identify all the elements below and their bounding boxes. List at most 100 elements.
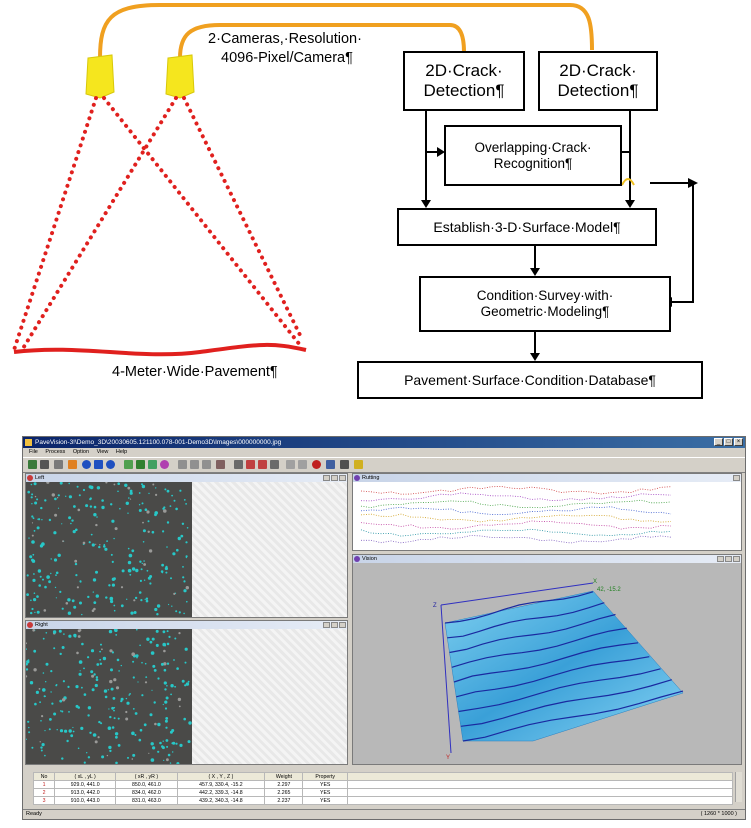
crack-point-mark: [32, 629, 35, 632]
menu-process[interactable]: Process: [45, 449, 66, 455]
crack-point-mark: [26, 660, 30, 664]
crack-point-mark: [165, 571, 168, 574]
crack-point-mark: [141, 483, 143, 486]
col-xyz[interactable]: ( X , Y , Z ): [176, 772, 266, 781]
crack-point-mark: [99, 650, 101, 653]
tree-icon[interactable]: [148, 460, 157, 469]
crack-point-mark: [42, 578, 44, 581]
crack-point-mark: [128, 497, 130, 499]
grid-icon[interactable]: [40, 460, 49, 469]
crack-point-mark: [31, 558, 34, 562]
crack-point-mark: [77, 747, 80, 750]
minimize-button[interactable]: _: [714, 438, 723, 446]
list-icon[interactable]: [286, 460, 295, 469]
left-image-panel: Left: [25, 473, 348, 618]
vision-panel-controls[interactable]: [717, 556, 740, 562]
maximize-button[interactable]: □: [724, 438, 733, 446]
crack-point-mark: [55, 571, 59, 575]
panel-icon[interactable]: [178, 460, 187, 469]
print-icon[interactable]: [340, 460, 349, 469]
crack-point-mark: [134, 712, 138, 715]
table-icon[interactable]: [298, 460, 307, 469]
crack-point-mark: [32, 517, 35, 520]
crack-point-mark: [172, 741, 176, 745]
left-panel-controls[interactable]: [323, 475, 346, 481]
crack-point-mark: [92, 591, 95, 593]
open-icon[interactable]: [28, 460, 37, 469]
crack-point-mark: [73, 605, 77, 609]
surface-profile-line: [462, 690, 684, 742]
crack-point-mark: [72, 530, 76, 534]
crack-point-mark: [59, 729, 64, 733]
crack-point-mark: [149, 640, 153, 644]
crack-point-mark: [70, 734, 74, 738]
crack-point-mark: [115, 735, 118, 739]
crack-point-mark: [34, 495, 37, 498]
crack-point-mark: [31, 746, 34, 749]
crack-point-mark: [110, 668, 113, 672]
image-icon[interactable]: [68, 460, 77, 469]
points-icon[interactable]: [124, 460, 133, 469]
undo-icon[interactable]: [246, 460, 255, 469]
help-icon[interactable]: [354, 460, 363, 469]
col-no[interactable]: No: [32, 772, 56, 781]
rutting-panel-controls[interactable]: [733, 475, 740, 481]
screen-icon[interactable]: [216, 460, 225, 469]
table-scrollbar[interactable]: [735, 772, 742, 802]
row-right-coords: 834.0, 462.0: [115, 788, 178, 797]
crack-point-mark: [58, 629, 62, 633]
lines-icon[interactable]: [136, 460, 145, 469]
crack-point-mark: [164, 719, 168, 723]
crack-point-mark: [99, 658, 102, 661]
table-row[interactable]: 2 913.0, 442.0 834.0, 462.0 442.2, 339.3…: [32, 788, 733, 797]
menu-view[interactable]: View: [96, 449, 109, 455]
zoom-fit-icon[interactable]: [94, 460, 103, 469]
crack-point-mark: [44, 730, 46, 732]
col-property[interactable]: Property: [302, 772, 348, 781]
zoom-out-icon[interactable]: [106, 460, 115, 469]
copy-icon[interactable]: [326, 460, 335, 469]
table-row[interactable]: 1 929.0, 441.0 850.0, 461.0 457.9, 330.4…: [32, 780, 733, 789]
close-button[interactable]: ×: [734, 438, 743, 446]
camera-icon[interactable]: [54, 460, 63, 469]
crack-point-mark: [54, 497, 57, 501]
crack-point-mark: [45, 632, 48, 634]
menu-option[interactable]: Option: [72, 449, 90, 455]
col-left-coords[interactable]: ( xL , yL ): [54, 772, 117, 781]
layout-icon[interactable]: [202, 460, 211, 469]
menu-file[interactable]: File: [29, 449, 38, 455]
col-right-coords[interactable]: ( xR , yR ): [115, 772, 178, 781]
crack-point-mark: [146, 637, 150, 641]
crack-point-mark: [54, 513, 58, 517]
last-icon[interactable]: [270, 460, 279, 469]
crack-point-mark: [101, 648, 103, 651]
right-panel-controls[interactable]: [323, 622, 346, 628]
menu-help[interactable]: Help: [115, 449, 128, 455]
col-weight[interactable]: Weight: [264, 772, 304, 781]
split-icon[interactable]: [190, 460, 199, 469]
zoom-in-icon[interactable]: [82, 460, 91, 469]
crack-point-mark: [39, 575, 42, 578]
row-weight: 2.297: [264, 780, 304, 789]
crack-point-mark: [154, 511, 158, 515]
crack-point-mark: [139, 728, 143, 732]
crack-point-mark: [155, 493, 158, 496]
crack-point-mark: [110, 599, 114, 604]
crack-point-mark: [170, 684, 174, 688]
table-row[interactable]: 3 910.0, 443.0 831.0, 463.0 439.2, 340.3…: [32, 796, 733, 805]
crack-point-mark: [139, 644, 141, 647]
crack-point-mark: [131, 567, 136, 571]
camera-left-icon: [85, 54, 115, 99]
record-icon[interactable]: [312, 460, 321, 469]
surface-profile-lines: [444, 591, 684, 742]
crack-point-mark: [141, 661, 143, 664]
first-icon[interactable]: [234, 460, 243, 469]
crack-point-mark: [175, 742, 178, 745]
target-icon[interactable]: [160, 460, 169, 469]
crack-point-mark: [54, 586, 57, 589]
crack-point-mark: [30, 496, 33, 499]
redo-icon[interactable]: [258, 460, 267, 469]
crack-detection-2-line1: 2D·Crack·: [559, 61, 637, 81]
crack-point-mark: [181, 679, 185, 683]
crack-point-mark: [94, 683, 98, 688]
